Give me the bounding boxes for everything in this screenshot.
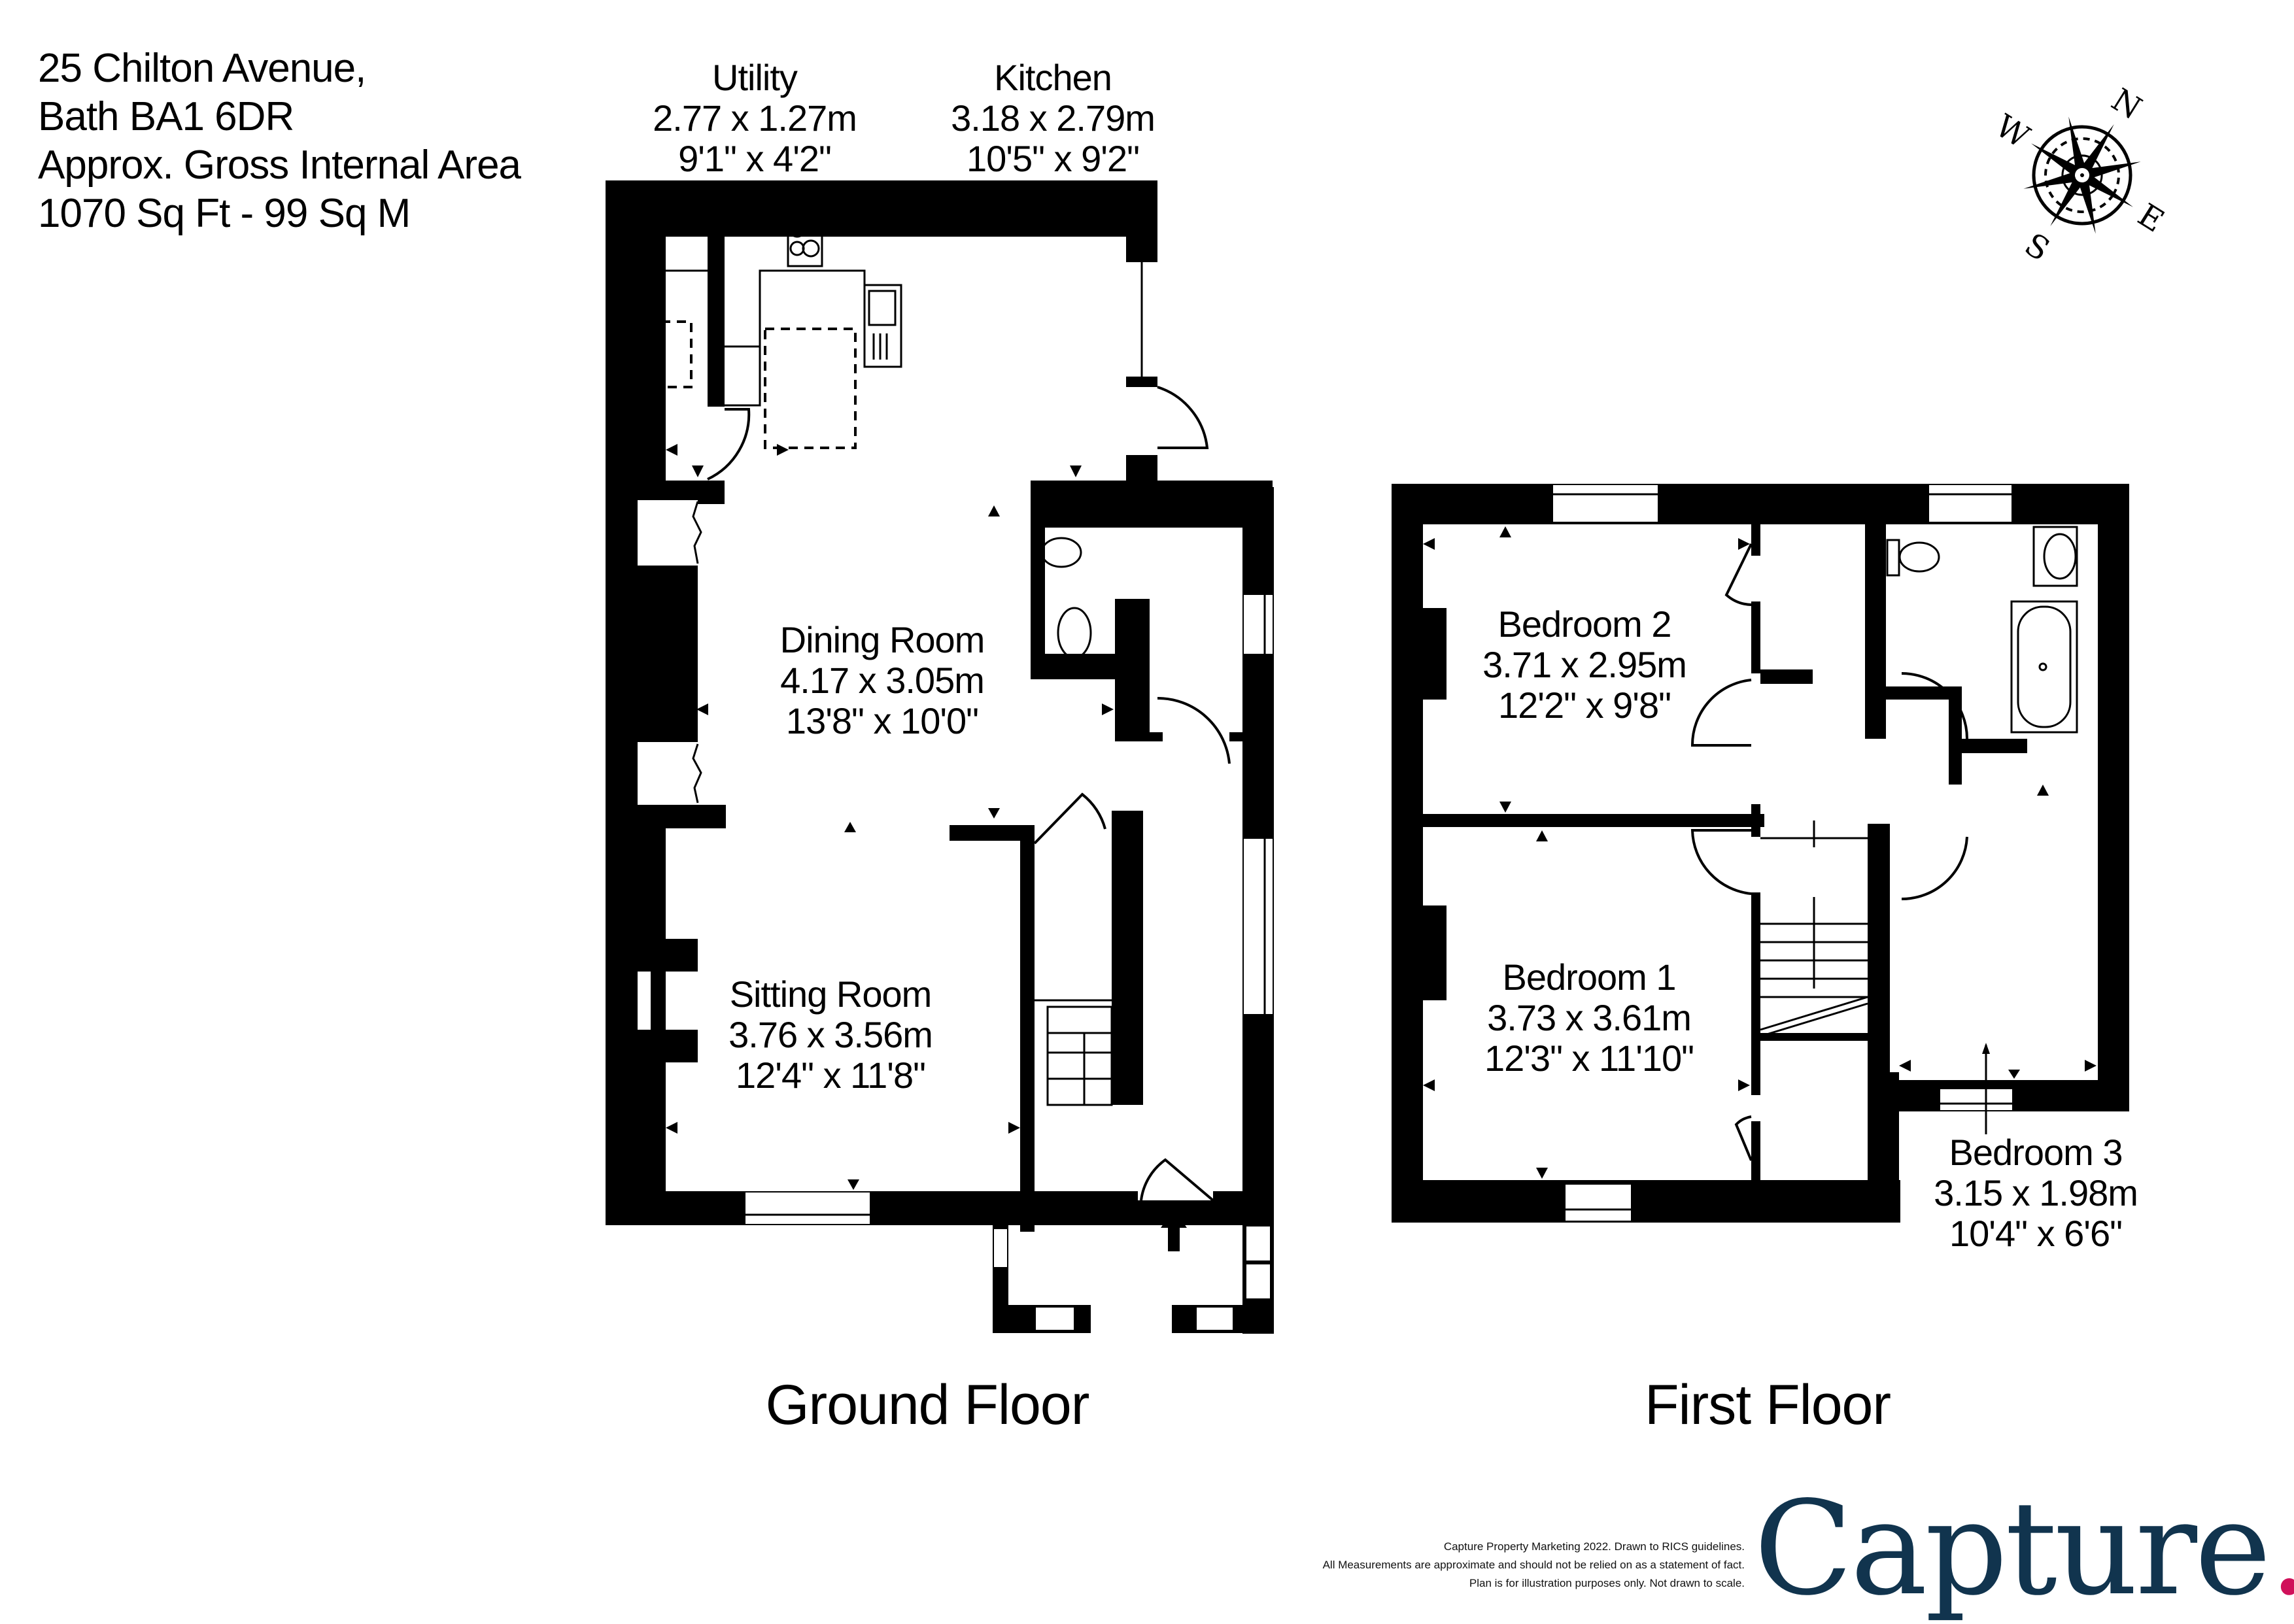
room-metric: 4.17 x 3.05m: [780, 660, 985, 701]
room-metric: 3.76 x 3.56m: [728, 1014, 933, 1055]
disclaimer-line-3: Plan is for illustration purposes only. …: [1469, 1577, 1745, 1589]
room-imperial: 12'4" x 11'8": [736, 1055, 926, 1096]
room-imperial: 12'3" x 11'10": [1484, 1038, 1694, 1079]
room-metric: 2.77 x 1.27m: [653, 97, 857, 139]
area-label: Approx. Gross Internal Area: [38, 143, 521, 188]
compass-south-label: S: [2018, 226, 2056, 269]
address-line-2: Bath BA1 6DR: [38, 94, 294, 139]
compass-rose-icon: N E S W: [1989, 82, 2170, 269]
room-name: Bedroom 3: [1949, 1132, 2123, 1173]
room-metric: 3.73 x 3.61m: [1487, 997, 1692, 1038]
compass-east-label: E: [2131, 197, 2170, 240]
room-imperial: 13'8" x 10'0": [785, 700, 979, 741]
ground-floor-title: Ground Floor: [765, 1374, 1090, 1436]
logo-dot: .: [2268, 1473, 2294, 1624]
room-metric: 3.15 x 1.98m: [1934, 1172, 2138, 1213]
area-value: 1070 Sq Ft - 99 Sq M: [38, 191, 411, 236]
first-floor-title: First Floor: [1645, 1374, 1891, 1436]
room-imperial: 10'4" x 6'6": [1949, 1213, 2123, 1254]
disclaimer-line-1: Capture Property Marketing 2022. Drawn t…: [1443, 1540, 1745, 1553]
room-label-bedroom-2: Bedroom 2 3.71 x 2.95m 12'2" x 9'8": [1482, 603, 1687, 726]
first-floor-plan: [1392, 484, 2129, 1223]
room-name: Bedroom 2: [1498, 603, 1672, 645]
room-imperial: 12'2" x 9'8": [1498, 685, 1671, 726]
room-label-kitchen: Kitchen 3.18 x 2.79m 10'5" x 9'2": [951, 57, 1156, 179]
compass-north-label: N: [2105, 82, 2148, 127]
room-metric: 3.71 x 2.95m: [1482, 644, 1687, 685]
ground-floor-plan: [606, 180, 1274, 1334]
room-metric: 3.18 x 2.79m: [951, 97, 1156, 139]
disclaimer: Capture Property Marketing 2022. Drawn t…: [1323, 1538, 1745, 1593]
room-imperial: 10'5" x 9'2": [967, 138, 1140, 179]
room-name: Kitchen: [994, 57, 1112, 98]
capture-logo: Capture.: [1754, 1484, 2294, 1614]
room-name: Bedroom 1: [1502, 956, 1677, 998]
disclaimer-line-2: All Measurements are approximate and sho…: [1322, 1559, 1745, 1571]
room-name: Utility: [712, 57, 798, 98]
compass-west-label: W: [1989, 107, 2036, 156]
room-label-bedroom-1: Bedroom 1 3.73 x 3.61m 12'3" x 11'10": [1484, 957, 1694, 1079]
room-label-utility: Utility 2.77 x 1.27m 9'1" x 4'2": [653, 58, 857, 179]
property-header: 25 Chilton Avenue, Bath BA1 6DR Approx. …: [38, 44, 521, 238]
logo-text: Capture: [1754, 1473, 2271, 1624]
room-name: Sitting Room: [729, 973, 933, 1015]
room-name: Dining Room: [779, 619, 985, 660]
room-label-bedroom-3: Bedroom 3 3.15 x 1.98m 10'4" x 6'6": [1934, 1132, 2138, 1254]
address-line-1: 25 Chilton Avenue,: [38, 46, 366, 91]
room-label-sitting-room: Sitting Room 3.76 x 3.56m 12'4" x 11'8": [728, 974, 933, 1096]
room-imperial: 9'1" x 4'2": [678, 138, 832, 179]
room-label-dining-room: Dining Room 4.17 x 3.05m 13'8" x 10'0": [780, 620, 985, 741]
